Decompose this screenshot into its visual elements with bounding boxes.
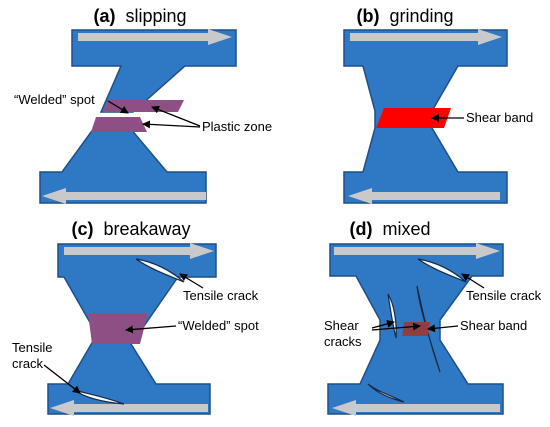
panel-c-title: (c) breakaway — [71, 219, 190, 239]
slip-arrow-right-icon — [350, 29, 502, 45]
panel-d-letter: (d) — [349, 219, 372, 239]
tensile-crack-bottom-label-line1: Tensile — [12, 340, 52, 355]
panel-a: (a) slipping “Welded” spot Plastic zone — [14, 6, 272, 204]
panel-c-letter: (c) — [71, 219, 93, 239]
panel-c: (c) breakaway Tensile crack “Welded” spo… — [12, 219, 259, 416]
slip-arrow-left-icon — [42, 188, 206, 204]
welded-spot-label: “Welded” spot — [14, 92, 95, 107]
shear-cracks-leader-2 — [371, 322, 421, 331]
panel-d-name: mixed — [382, 219, 430, 239]
tensile-crack — [417, 258, 467, 283]
shear-band-zone — [402, 322, 430, 336]
welded-spot-leader — [107, 100, 129, 114]
slip-arrow-left-icon — [348, 188, 500, 204]
tensile-crack-bottom-label-line2: crack — [12, 356, 44, 371]
slip-arrow-right-icon — [78, 29, 232, 45]
welded-spot-leader — [125, 325, 177, 334]
shear-band-leader — [427, 324, 459, 333]
tensile-crack-bottom-leader — [43, 364, 81, 394]
welded-spot-label: “Welded” spot — [178, 318, 259, 333]
panel-a-letter: (a) — [93, 6, 115, 26]
panel-a-name: slipping — [125, 6, 186, 26]
panel-c-name: breakaway — [103, 219, 190, 239]
welded-spot-zone — [88, 313, 148, 344]
slip-arrow-right-icon — [334, 243, 500, 259]
panel-b-title: (b) grinding — [356, 6, 453, 26]
panel-d: (d) mixed Tensile crack Shear cracks She… — [324, 219, 542, 416]
tensile-crack-top-label: Tensile crack — [183, 288, 259, 303]
slip-arrow-right-icon — [64, 243, 214, 259]
tensile-crack-lower — [367, 383, 405, 403]
tensile-crack-leader — [461, 273, 485, 289]
shear-band-label: Shear band — [466, 110, 533, 125]
tensile-crack-bottom — [73, 389, 125, 405]
tensile-crack-top — [135, 258, 185, 283]
plastic-zone-label: Plastic zone — [202, 119, 272, 134]
shear-band — [376, 108, 451, 128]
slip-arrow-left-icon — [50, 400, 208, 416]
panel-d-title: (d) mixed — [349, 219, 430, 239]
plastic-zone-leader-lower — [142, 120, 201, 129]
shear-crack-long — [416, 285, 441, 373]
shear-cracks-label-line1: Shear — [324, 318, 359, 333]
plastic-zone-lower — [91, 117, 147, 132]
lower-asperity-body — [39, 127, 207, 204]
shear-band-label: Shear band — [460, 318, 527, 333]
panel-b-letter: (b) — [356, 6, 379, 26]
panel-b-name: grinding — [389, 6, 453, 26]
shear-cracks-label-line2: cracks — [324, 334, 362, 349]
plastic-zone-leader-upper — [151, 105, 201, 127]
tensile-crack-top-leader — [179, 273, 204, 289]
panel-a-title: (a) slipping — [93, 6, 186, 26]
slip-arrow-left-icon — [332, 400, 500, 416]
tensile-crack-label: Tensile crack — [466, 288, 542, 303]
shear-cracks-leader-1 — [371, 319, 395, 329]
panel-b: (b) grinding Shear band — [343, 6, 533, 204]
